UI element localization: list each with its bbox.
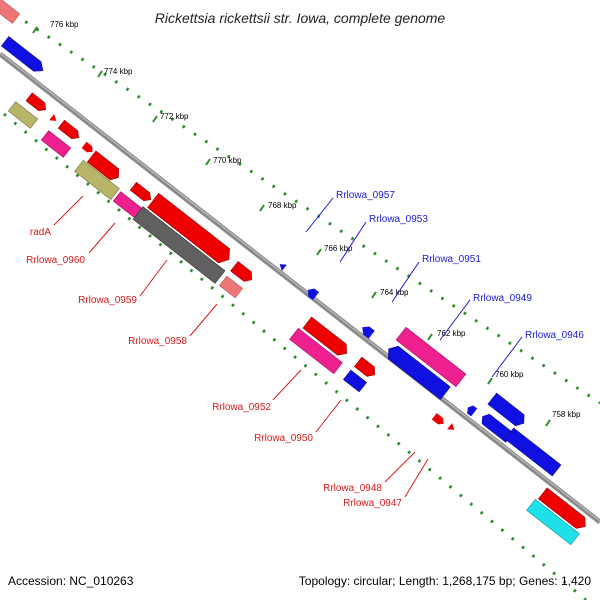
kbp-tick-766: [316, 248, 322, 256]
gene-blue-0949-small[interactable]: [465, 404, 478, 417]
summary-text: Topology: circular; Length: 1,268,175 bp…: [299, 574, 592, 588]
kbp-label-772: 772 kbp: [160, 112, 189, 121]
gene-red-0947[interactable]: [447, 423, 457, 433]
kbp-tick-770: [205, 158, 211, 166]
gene-red-0952[interactable]: [302, 316, 351, 359]
gene-red-758[interactable]: [537, 487, 589, 532]
gene-red-772-a[interactable]: [57, 119, 81, 141]
label-rrlowa-0953: Rrlowa_0953: [369, 214, 428, 225]
kbp-labels: 776 kbp 774 kbp 772 kbp 770 kbp 768 kbp …: [50, 20, 581, 419]
kbp-tick-758: [545, 419, 551, 427]
kbp-label-760: 760 kbp: [495, 370, 524, 379]
forward-labels: Rrlowa_0957 Rrlowa_0953 Rrlowa_0951 Rrlo…: [336, 190, 584, 341]
gene-blue-0950[interactable]: [343, 369, 367, 393]
gene-blue-0946-a[interactable]: [487, 392, 528, 429]
label-rrlowa-0951: Rrlowa_0951: [422, 254, 481, 265]
gene-red-770-long[interactable]: [86, 150, 122, 183]
label-rrlowa-0949: Rrlowa_0949: [473, 293, 532, 304]
inner-tick-dots: [3, 112, 587, 600]
kbp-tick-774: [97, 70, 103, 78]
kbp-label-764: 764 kbp: [380, 288, 409, 297]
gene-red-small-a[interactable]: [49, 114, 59, 124]
callout-rrlowa-0949: [439, 299, 471, 341]
callout-lines: [53, 195, 523, 498]
gene-cyan-758[interactable]: [526, 498, 580, 546]
gene-blue-0946-c[interactable]: [504, 427, 562, 477]
gene-blue-0953[interactable]: [359, 323, 375, 339]
gene-red-774-a[interactable]: [25, 92, 49, 114]
callout-rada: [53, 195, 84, 226]
reverse-labels: radA Rrlowa_0960 Rrlowa_0959 Rrlowa_0958…: [26, 227, 402, 509]
gene-salmon-top-left[interactable]: [0, 0, 21, 24]
gene-red-770-b[interactable]: [129, 181, 153, 203]
label-rrlowa-0946: Rrlowa_0946: [525, 330, 584, 341]
callout-rrlowa-0960: [88, 222, 116, 254]
callout-rrlowa-0957: [305, 197, 334, 233]
outer-tick-dots: [13, 12, 600, 405]
kbp-tick-764: [371, 291, 377, 299]
gene-gray-0959[interactable]: [132, 206, 226, 284]
label-rada: radA: [30, 227, 51, 238]
genome-backbone: [0, 52, 600, 524]
kbp-tick-760: [487, 377, 493, 385]
gene-red-772-b[interactable]: [81, 141, 96, 155]
label-rrlowa-0948: Rrlowa_0948: [323, 483, 382, 494]
kbp-label-774: 774 kbp: [104, 67, 133, 76]
gene-red-0959[interactable]: [147, 192, 235, 266]
gene-blue-776[interactable]: [0, 36, 46, 75]
kbp-label-768: 768 kbp: [268, 201, 297, 210]
accession-text: Accession: NC_010263: [8, 574, 134, 588]
kbp-tick-772: [152, 115, 158, 123]
gene-olive-radA[interactable]: [74, 159, 120, 201]
kbp-label-776: 776 kbp: [50, 20, 79, 29]
gene-features: [0, 0, 589, 546]
gene-magenta-0960[interactable]: [40, 130, 72, 158]
gene-red-0958[interactable]: [230, 261, 256, 284]
callout-rrlowa-0948: [384, 451, 416, 483]
gene-red-0948[interactable]: [431, 413, 446, 427]
kbp-label-762: 762 kbp: [437, 329, 466, 338]
callout-rrlowa-0951: [391, 261, 420, 303]
label-rrlowa-0957: Rrlowa_0957: [336, 190, 395, 201]
gene-magenta-0952[interactable]: [289, 327, 343, 375]
callout-rrlowa-0947: [404, 458, 429, 498]
tick-dots: [3, 12, 600, 600]
backbone-highlight: [0, 52, 600, 522]
kbp-tick-768: [259, 204, 265, 212]
label-rrlowa-0950: Rrlowa_0950: [254, 433, 313, 444]
backbone-line: [0, 52, 600, 524]
gene-salmon-0958[interactable]: [219, 275, 243, 299]
label-rrlowa-0958: Rrlowa_0958: [128, 336, 187, 347]
kbp-label-770: 770 kbp: [213, 156, 242, 165]
callout-rrlowa-0950: [315, 399, 342, 433]
label-rrlowa-0960: Rrlowa_0960: [26, 255, 85, 266]
callout-rrlowa-0953: [339, 221, 367, 263]
map-title: Rickettsia rickettsii str. Iowa, complet…: [155, 10, 446, 26]
label-rrlowa-0959: Rrlowa_0959: [78, 295, 137, 306]
gene-olive-radA-up[interactable]: [7, 101, 39, 129]
kbp-tick-762: [427, 333, 433, 341]
gene-magenta-0949[interactable]: [395, 326, 467, 388]
callout-rrlowa-0958: [189, 303, 218, 337]
kbp-label-766: 766 kbp: [324, 244, 353, 253]
gene-blue-0951[interactable]: [384, 343, 451, 400]
gene-blue-small-b[interactable]: [305, 286, 320, 301]
callout-rrlowa-0952: [272, 369, 302, 401]
label-rrlowa-0952: Rrlowa_0952: [212, 402, 271, 413]
gene-blue-small-a[interactable]: [277, 261, 287, 271]
label-rrlowa-0947: Rrlowa_0947: [343, 498, 402, 509]
callout-rrlowa-0959: [139, 259, 168, 297]
gene-red-0950[interactable]: [354, 356, 378, 379]
callout-rrlowa-0946: [491, 336, 523, 378]
kbp-tick-776: [32, 26, 38, 34]
kbp-label-758: 758 kbp: [552, 410, 581, 419]
kbp-ticks: [32, 26, 551, 427]
